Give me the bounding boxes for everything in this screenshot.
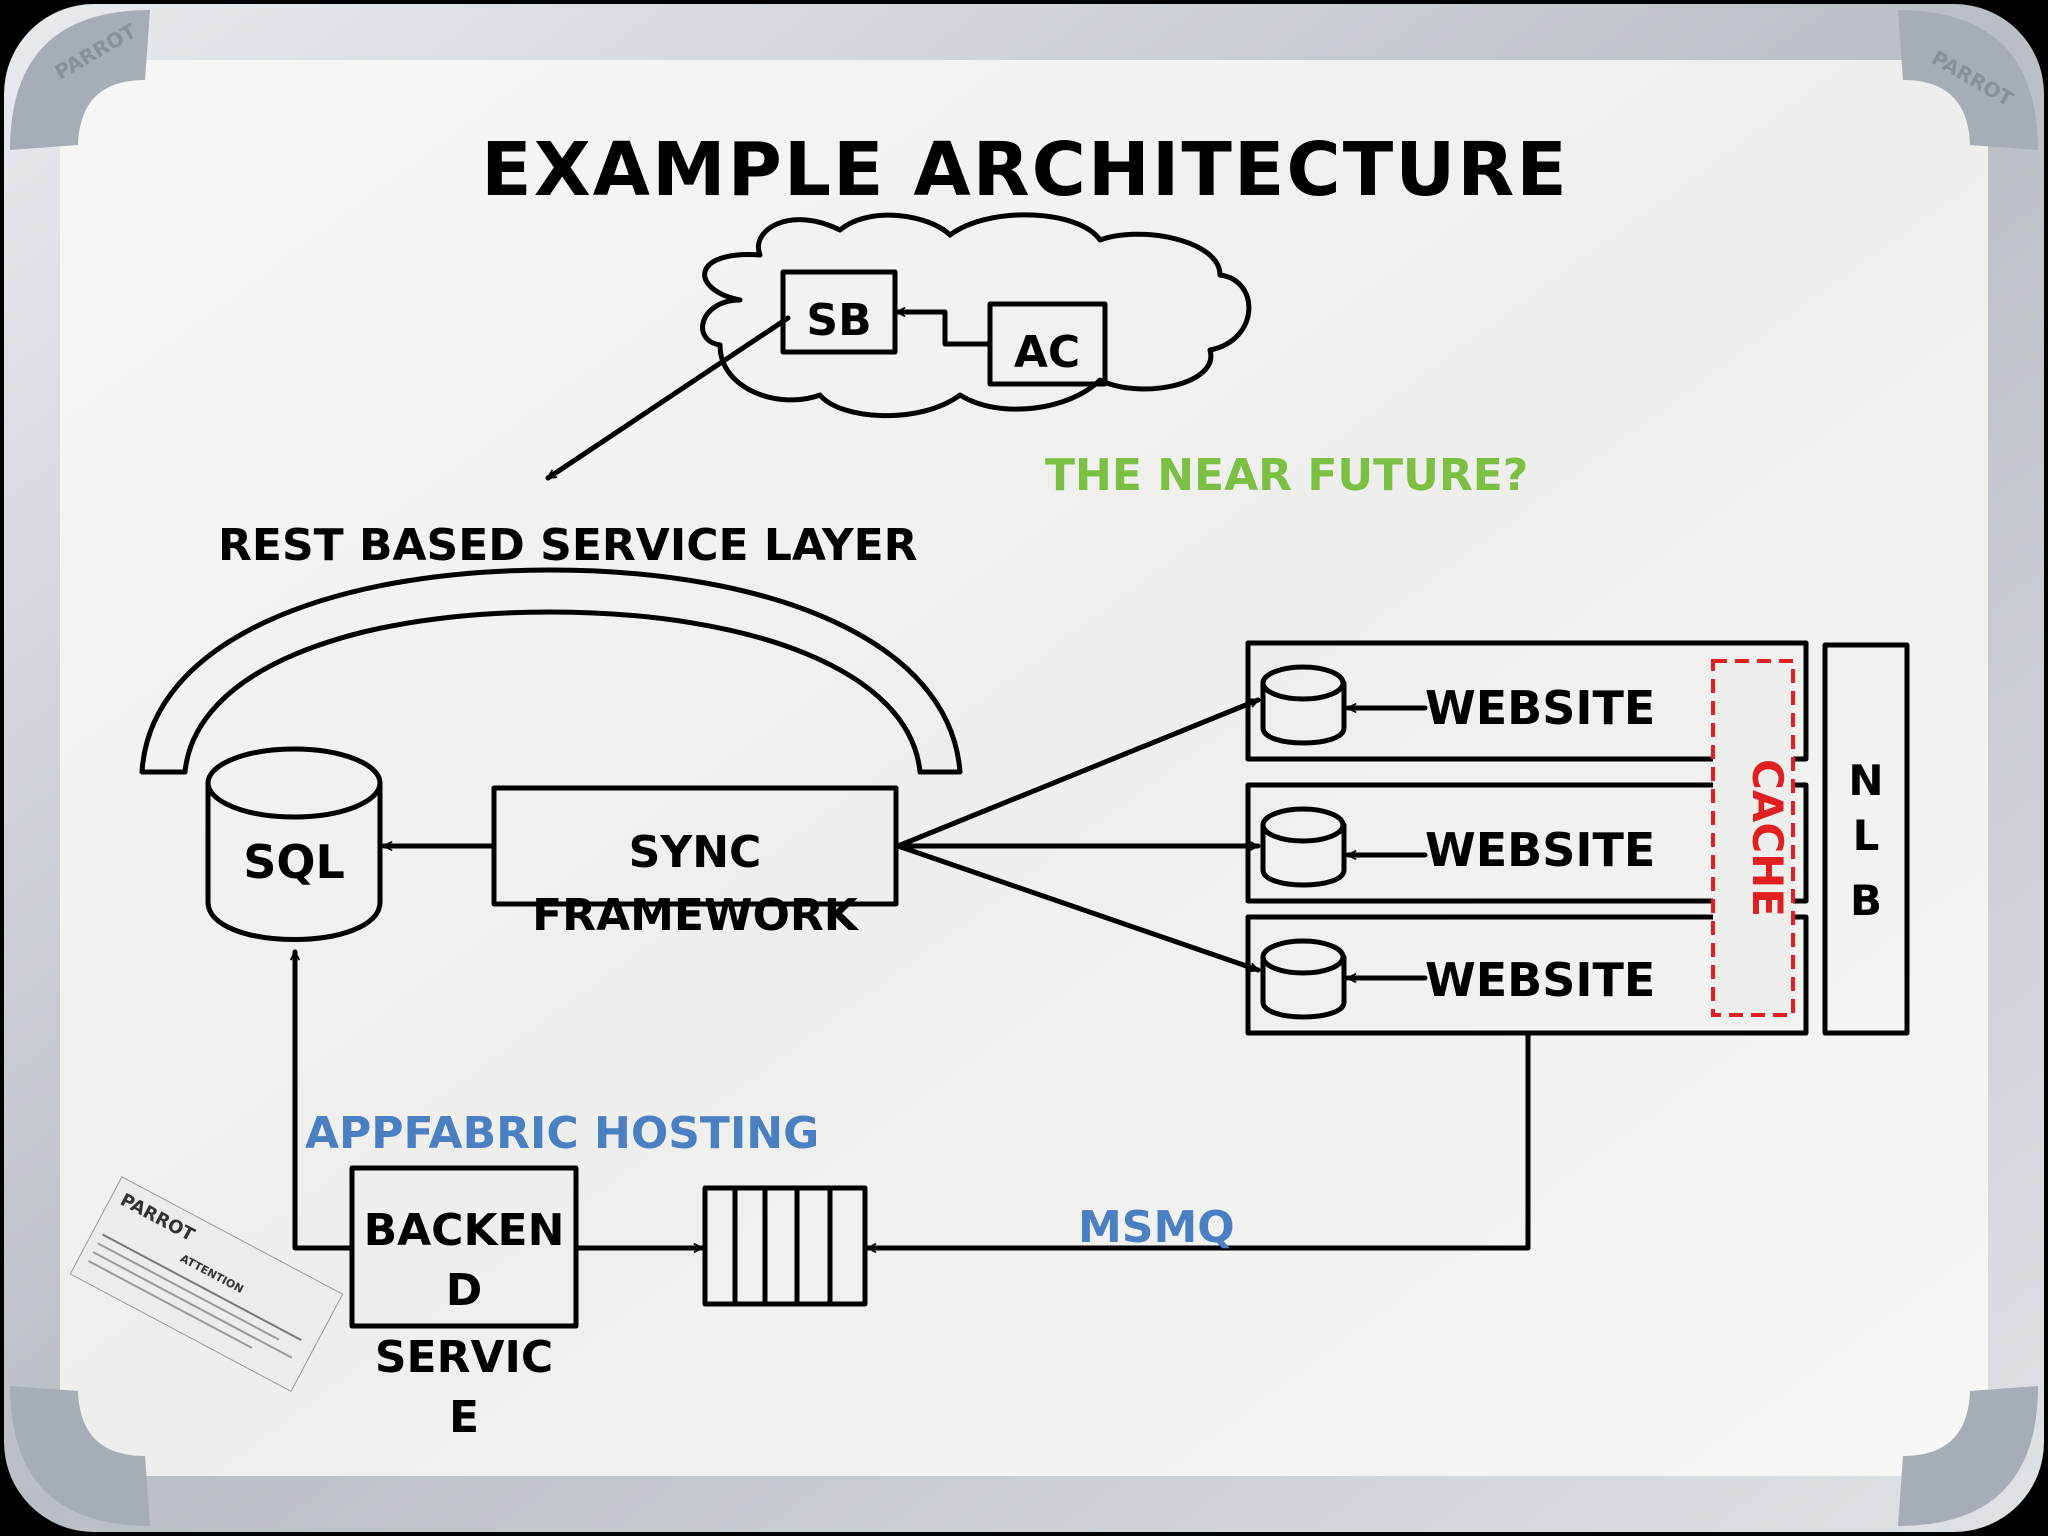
cache-box (1711, 659, 1795, 1017)
cache-label: CACHE (1743, 759, 1792, 917)
sync-to-website-3-arrow (895, 843, 1261, 973)
page-title: EXAMPLE ARCHITECTURE (481, 127, 1569, 213)
backend-label-line2: D (446, 1265, 483, 1316)
website-row-1 (1245, 640, 1809, 762)
sync-label-line2: FRAMEWORK (532, 890, 860, 941)
near-future-label: THE NEAR FUTURE? (1045, 450, 1528, 501)
sql-label: SQL (243, 835, 345, 889)
website-label-3: WEBSITE (1425, 953, 1655, 1007)
website-label-2: WEBSITE (1425, 823, 1655, 877)
sql-database (205, 746, 383, 942)
msmq-label: MSMQ (1078, 1202, 1235, 1253)
nlb-label-n: N (1848, 756, 1883, 805)
sync-label-line1: SYNC (629, 827, 762, 878)
ac-label: AC (1014, 327, 1080, 378)
rest-layer-arc (139, 567, 963, 775)
backend-label-line4: E (449, 1392, 479, 1443)
websites-to-queue-arrow (865, 1032, 1531, 1253)
corner-cap-bottom-left (10, 1386, 150, 1526)
sync-to-website-1-arrow (895, 697, 1261, 849)
rest-layer-label: REST BASED SERVICE LAYER (218, 520, 918, 571)
cloud-shape (700, 212, 1252, 419)
website-label-1: WEBSITE (1425, 681, 1655, 735)
website-row-2 (1245, 782, 1809, 904)
nlb-box (1822, 642, 1910, 1036)
corner-cap-top-right (1898, 10, 2038, 150)
corner-cap-top-left (10, 10, 150, 150)
ac-to-sb-arrow (894, 307, 993, 347)
nlb-label-l: L (1853, 811, 1880, 860)
nlb-label-b: B (1850, 876, 1882, 925)
backend-label-line1: BACKEN (364, 1205, 565, 1256)
backend-label-line3: SERVIC (375, 1332, 553, 1383)
msmq-queue (702, 1185, 868, 1307)
backend-to-sql-arrow (290, 949, 355, 1251)
appfabric-label: APPFABRIC HOSTING (305, 1108, 819, 1159)
corner-cap-bottom-right (1898, 1386, 2038, 1526)
board-surface (60, 60, 1988, 1476)
sb-label: SB (806, 295, 871, 346)
sb-to-rest-arrow (545, 315, 791, 481)
